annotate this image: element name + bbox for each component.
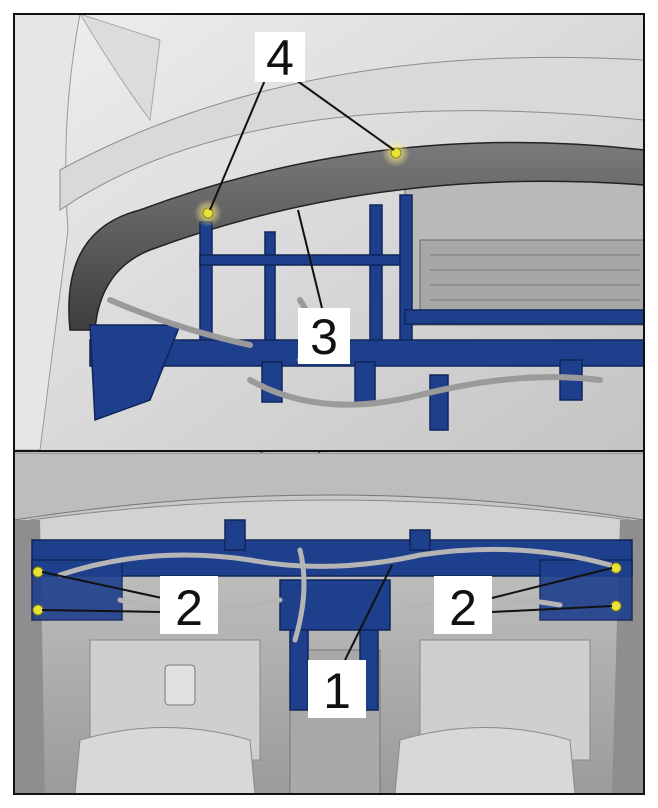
callout-2-right: 2 — [434, 567, 613, 636]
callout-label-1: 1 — [323, 663, 351, 719]
instrument-panel-carrier-detail — [89, 194, 645, 431]
figure-frame — [13, 13, 645, 795]
callout-label-2-left: 2 — [175, 580, 203, 636]
callout-label-4: 4 — [266, 30, 294, 86]
overview-panel — [13, 452, 645, 795]
detail-view-panel — [13, 13, 645, 451]
callout-3: 3 — [297, 209, 350, 365]
callout-4: 4 — [209, 30, 395, 211]
callout-label-2-right: 2 — [449, 580, 477, 636]
callout-1: 1 — [308, 564, 393, 719]
callout-label-3: 3 — [310, 309, 338, 365]
callout-2-left: 2 — [41, 571, 218, 636]
